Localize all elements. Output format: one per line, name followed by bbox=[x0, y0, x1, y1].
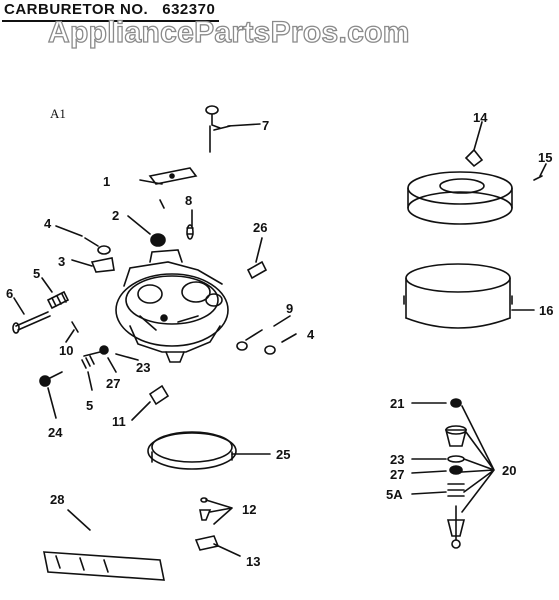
callout-28: 28 bbox=[50, 492, 64, 507]
part-8-shape bbox=[186, 224, 194, 240]
callout-23-right: 23 bbox=[390, 452, 404, 467]
callout-7: 7 bbox=[262, 118, 269, 133]
callout-9: 9 bbox=[286, 301, 293, 316]
callout-5a: 5A bbox=[386, 487, 403, 502]
carburetor-body-shape bbox=[115, 249, 229, 363]
callout-25: 25 bbox=[276, 447, 290, 462]
callout-21: 21 bbox=[390, 396, 404, 411]
title-label: CARBURETOR NO. bbox=[4, 1, 149, 18]
callout-27-left: 27 bbox=[106, 376, 120, 391]
part-2-shape bbox=[150, 233, 166, 247]
callout-23-left: 23 bbox=[136, 360, 150, 375]
callout-2: 2 bbox=[112, 208, 119, 223]
callout-14: 14 bbox=[473, 110, 488, 125]
part-7-shape bbox=[205, 105, 231, 153]
part-16-shape bbox=[403, 263, 513, 329]
section-label: A1 bbox=[50, 106, 66, 121]
callout-3: 3 bbox=[58, 254, 65, 269]
part-3-shape bbox=[90, 257, 115, 273]
callout-1: 1 bbox=[103, 174, 110, 189]
part-14-shape bbox=[407, 148, 513, 225]
callout-11: 11 bbox=[112, 414, 126, 429]
part-23-27-24-shapes bbox=[39, 345, 109, 387]
part-5-left-shape bbox=[46, 290, 70, 310]
part-28-shape bbox=[43, 551, 165, 581]
part-11-shape bbox=[148, 384, 170, 406]
part-6-shape bbox=[12, 311, 51, 334]
callout-15: 15 bbox=[538, 150, 552, 165]
part-10-shape bbox=[71, 321, 79, 333]
callout-5-upper: 5 bbox=[33, 266, 40, 281]
carburetor-number: 632370 bbox=[162, 1, 216, 18]
callout-6: 6 bbox=[6, 286, 13, 301]
callout-24: 24 bbox=[48, 425, 63, 440]
callout-12: 12 bbox=[242, 502, 256, 517]
part-21-23-27-5a-shapes bbox=[444, 398, 468, 549]
part-25-shape bbox=[147, 431, 237, 470]
leader-lines bbox=[13, 121, 547, 557]
callout-13: 13 bbox=[246, 554, 260, 569]
callout-4-upper: 4 bbox=[44, 216, 52, 231]
watermark-logo: AppliancePartsPros.com bbox=[47, 15, 410, 49]
callout-16: 16 bbox=[539, 303, 553, 318]
callout-10: 10 bbox=[59, 343, 73, 358]
part-1-shape bbox=[148, 167, 198, 209]
part-26-shape bbox=[246, 260, 268, 280]
callout-5-lower: 5 bbox=[86, 398, 93, 413]
callout-8: 8 bbox=[185, 193, 192, 208]
callout-20: 20 bbox=[502, 463, 516, 478]
part-15-shape bbox=[533, 175, 543, 181]
callout-4-right: 4 bbox=[307, 327, 315, 342]
part-4-upper-shape bbox=[84, 237, 111, 255]
callout-27-right: 27 bbox=[390, 467, 404, 482]
diagram-title: CARBURETOR NO. 632370 bbox=[2, 0, 220, 22]
part-9-shape bbox=[236, 329, 276, 355]
callout-26: 26 bbox=[253, 220, 267, 235]
